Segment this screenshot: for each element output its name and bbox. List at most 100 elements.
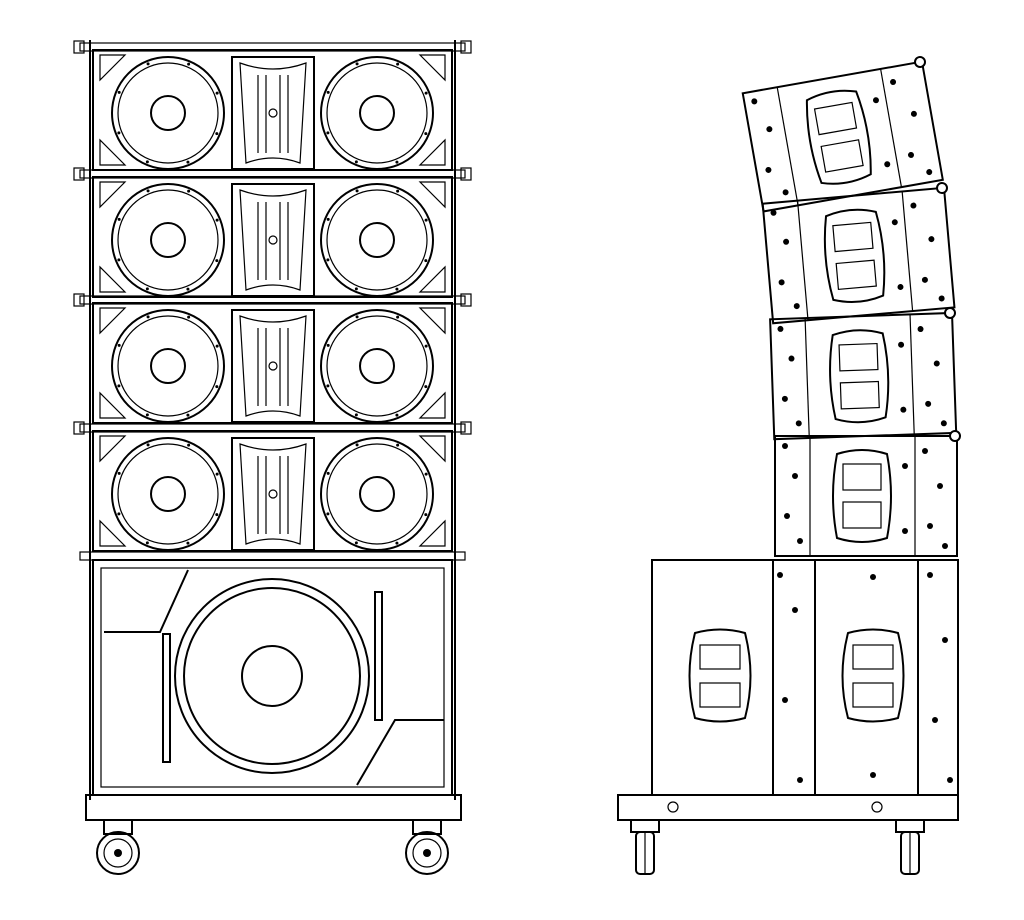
- woofer-cone: [326, 315, 428, 417]
- woofer-cone: [117, 189, 219, 291]
- woofer-outer-ring: [111, 437, 225, 551]
- mounting-screw: [326, 258, 330, 262]
- subwoofer-cabinet-front: [79, 551, 466, 796]
- handle-outer: [823, 208, 886, 303]
- woofer-outer-ring: [320, 183, 434, 297]
- line-array-module: [73, 40, 472, 171]
- rigging-bolt: [940, 420, 947, 427]
- rigging-bolt: [910, 110, 917, 117]
- mounting-screw: [396, 62, 400, 66]
- mounting-screw: [186, 413, 190, 417]
- panel-seam: [901, 191, 914, 312]
- wheel-hub: [103, 838, 133, 868]
- rigging-bolt: [937, 483, 943, 489]
- mounting-screw: [355, 62, 359, 66]
- mounting-screw: [187, 189, 191, 193]
- rigging-bolt: [897, 283, 904, 290]
- rigging-bolt: [925, 400, 932, 407]
- handle-grip: [852, 682, 894, 708]
- rigging-bar: [79, 42, 466, 52]
- rigging-bolt: [910, 202, 917, 209]
- mounting-screw: [117, 90, 121, 94]
- mounting-screw: [395, 287, 399, 291]
- caster-wheel: [405, 819, 449, 875]
- mounting-screw: [117, 512, 121, 516]
- rigging-pin: [460, 293, 472, 307]
- rigging-bolt: [797, 538, 803, 544]
- woofer-dust-cap: [359, 222, 395, 258]
- module-side-panel: [761, 186, 956, 325]
- wheel: [96, 831, 140, 875]
- mounting-screw: [215, 385, 219, 389]
- rigging-bolt: [770, 209, 777, 216]
- rigging-bolt: [898, 341, 905, 348]
- rigging-bolt: [766, 126, 773, 133]
- mounting-screw: [424, 218, 428, 222]
- panel-seam: [804, 318, 810, 439]
- rigging-bolt: [942, 543, 948, 549]
- mounting-screw: [145, 160, 149, 164]
- rigging-bolt: [902, 528, 908, 534]
- woofer-cone: [326, 443, 428, 545]
- compression-driver: [268, 489, 278, 499]
- subwoofer-outer-ring: [174, 578, 370, 774]
- port-contour: [104, 569, 189, 633]
- rigging-bolt: [797, 777, 803, 783]
- side-module: [741, 56, 944, 213]
- mounting-screw: [215, 218, 219, 222]
- rigging-bolt: [782, 697, 788, 703]
- subwoofer-cabinet-side: [651, 559, 959, 796]
- mounting-screw: [424, 132, 428, 136]
- woofer-outer-ring: [320, 56, 434, 170]
- woofer-dust-cap: [150, 348, 186, 384]
- rigging-bolt: [902, 463, 908, 469]
- caster-bracket: [630, 819, 660, 833]
- woofer-dust-cap: [150, 476, 186, 512]
- handle-grip: [842, 463, 882, 491]
- mounting-screw: [354, 287, 358, 291]
- handle-grip: [842, 501, 882, 529]
- mounting-screw: [326, 512, 330, 516]
- rigging-bolt: [891, 219, 898, 226]
- woofer-dust-cap: [359, 476, 395, 512]
- woofer-dust-cap: [150, 222, 186, 258]
- mounting-screw: [354, 541, 358, 545]
- subwoofer-box: [92, 559, 453, 796]
- rigging-bolt: [784, 513, 790, 519]
- caster-bracket: [103, 819, 133, 835]
- rigging-bolt: [872, 97, 879, 104]
- mounting-screw: [117, 384, 121, 388]
- caster-bracket: [895, 819, 925, 833]
- mounting-screw: [395, 541, 399, 545]
- compression-driver: [268, 361, 278, 371]
- hinge-pin: [914, 56, 926, 69]
- hinge-pin: [936, 182, 948, 194]
- woofer-cone: [326, 189, 428, 291]
- mounting-screw: [117, 131, 121, 135]
- mounting-screw: [355, 443, 359, 447]
- rigging-bolt: [765, 166, 772, 173]
- mounting-screw: [326, 131, 330, 135]
- handle-grip: [820, 139, 864, 173]
- line-array-module: [73, 421, 472, 552]
- mounting-screw: [424, 385, 428, 389]
- rigging-bolt: [777, 325, 784, 332]
- mounting-screw: [146, 315, 150, 319]
- rigging-bar: [79, 551, 466, 561]
- hinge-pin: [949, 430, 961, 442]
- mounting-screw: [354, 413, 358, 417]
- corner-brace: [99, 54, 446, 166]
- mounting-screw: [354, 160, 358, 164]
- woofer-cone: [326, 62, 428, 164]
- side-view: [617, 56, 961, 875]
- rigging-bolt: [782, 189, 789, 196]
- mounting-screw: [187, 315, 191, 319]
- horn-frame: [231, 56, 315, 170]
- mounting-screw: [117, 217, 121, 221]
- mounting-screw: [145, 413, 149, 417]
- panel-seam: [776, 87, 799, 206]
- hinge-pin: [944, 307, 956, 319]
- rigging-bar: [79, 169, 466, 179]
- module-side-panel: [769, 311, 958, 441]
- rigging-bolt: [884, 161, 891, 168]
